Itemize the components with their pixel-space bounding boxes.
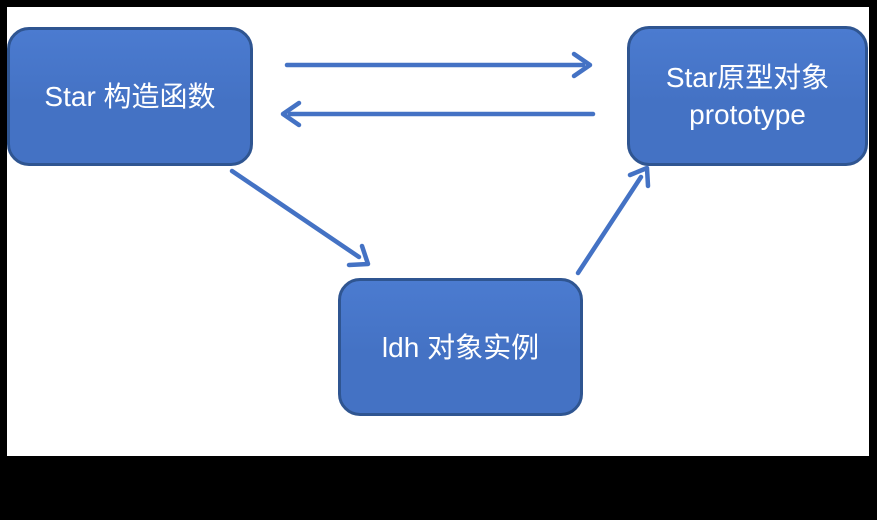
- node-prototype-label: Star原型对象: [665, 62, 830, 93]
- letterbox-right: [869, 0, 877, 520]
- node-constructor-label: Star 构造函数: [44, 81, 216, 112]
- node-constructor: Star 构造函数: [7, 27, 253, 166]
- arrowhead-right-icon: [571, 51, 593, 79]
- arrow-constructor-to-prototype: [284, 51, 593, 79]
- node-instance-label: ldh 对象实例: [381, 331, 540, 363]
- node-prototype-sublabel: prototype: [689, 99, 806, 130]
- node-prototype: Star原型对象 prototype: [627, 26, 868, 166]
- arrowhead-up-right-icon: [627, 165, 651, 189]
- node-instance: ldh 对象实例: [338, 278, 583, 416]
- letterbox-left: [0, 0, 7, 520]
- arrow-constructor-to-instance: [229, 168, 371, 268]
- letterbox-bottom: [0, 456, 877, 520]
- arrowhead-left-icon: [280, 100, 302, 128]
- arrow-prototype-to-constructor: [280, 100, 596, 128]
- arrowhead-down-right-icon: [346, 243, 371, 268]
- arrow-instance-to-prototype: [575, 165, 651, 276]
- letterbox-top: [0, 0, 877, 7]
